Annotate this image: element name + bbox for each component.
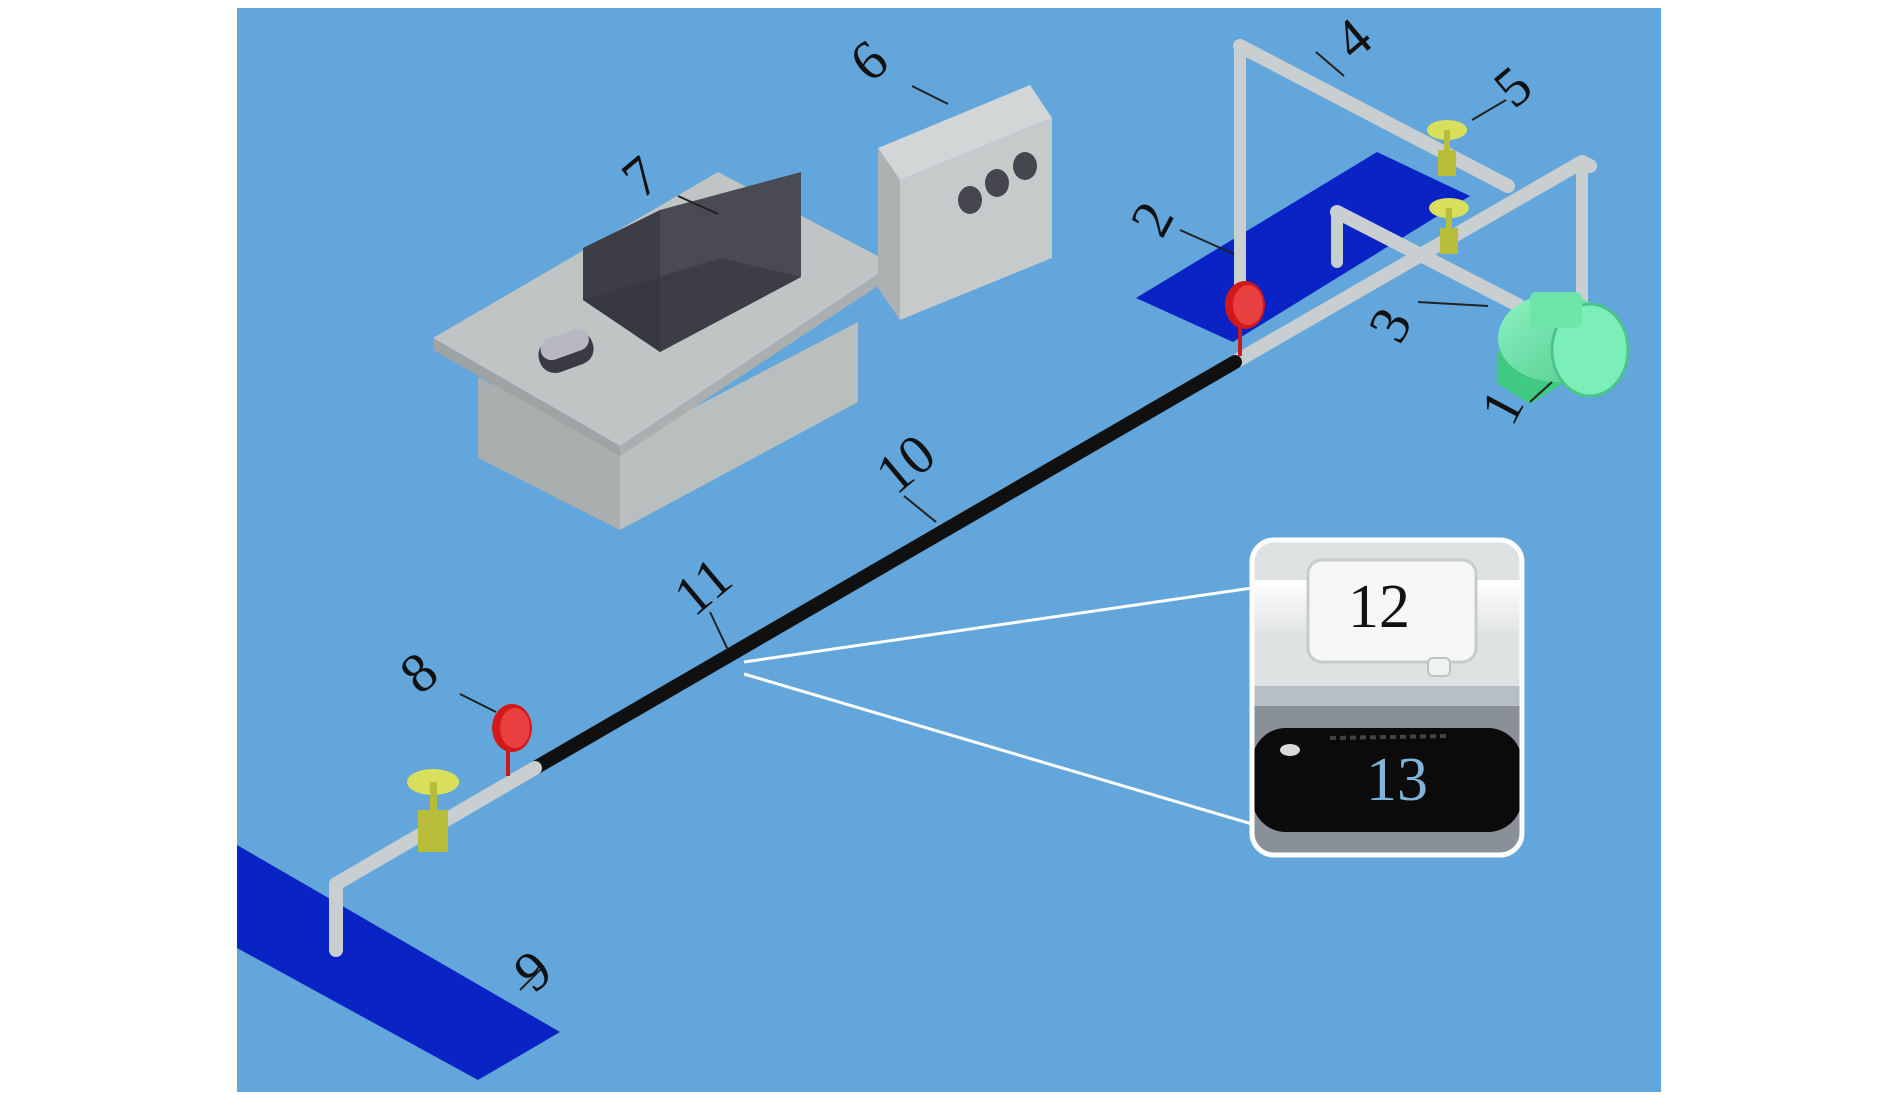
detail-inset: 12 13 [1249,537,1525,858]
pressure-gauge-outlet [492,704,532,776]
pressure-gauge-inlet [1225,281,1265,356]
callout-lines [743,586,1253,826]
overhead-pipe-frame [1233,39,1588,318]
water-tank-9 [237,845,560,1080]
label-13: 13 [1366,746,1428,814]
test-pipe [528,355,1242,775]
control-cabinet [878,85,1052,320]
valve-lower [1429,198,1469,254]
valve-upper [1427,120,1467,176]
computer-mouse [538,328,594,374]
water-tank-2 [1136,152,1470,342]
valve-outlet [407,769,459,852]
computer-monitor [583,172,801,352]
pump [1498,292,1630,404]
leader-lines [459,51,1553,991]
supply-pipe-right [1228,155,1597,369]
label-12: 12 [1348,573,1410,641]
